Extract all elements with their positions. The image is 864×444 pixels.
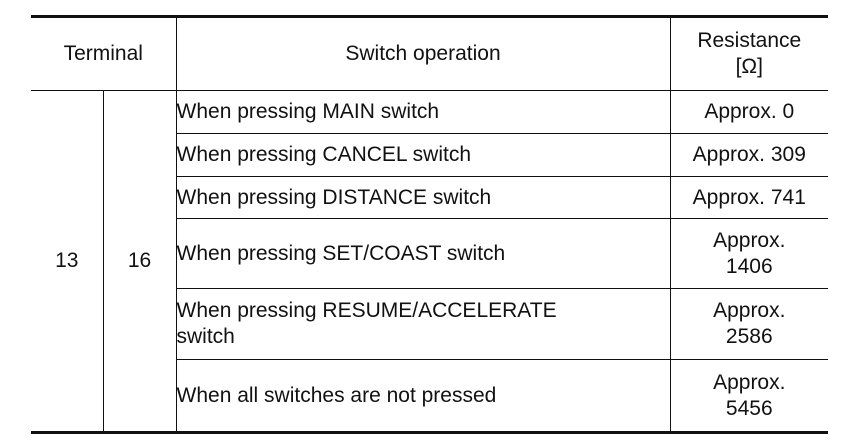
header-resistance-label: Resistance [697, 29, 802, 52]
operation-text: When pressing RESUME/ACCELERATE [176, 299, 557, 322]
resistance-text: Approx. [713, 228, 786, 252]
resistance-cell: Approx. 741 [670, 176, 829, 219]
resistance-value: 2586 [725, 325, 773, 348]
operation-cell: When pressing CANCEL switch [176, 133, 671, 177]
header-switch-operation: Switch operation [176, 15, 671, 91]
resistance-text: Approx. 309 [692, 143, 806, 166]
resistance-text: Approx. 741 [692, 185, 806, 209]
terminal-a-cell: 13 [31, 90, 104, 434]
table-row: When all switches are not pressed Approx… [31, 359, 829, 434]
resistance-text: Approx. 0 [704, 100, 795, 123]
table-row: When pressing RESUME/ACCELERATE switch A… [31, 288, 829, 360]
terminal-resistance-table: Terminal Switch operation Resistance [Ω]… [31, 15, 829, 434]
resistance-cell: Approx. 309 [670, 133, 829, 177]
header-row: Terminal Switch operation Resistance [Ω] [31, 15, 829, 91]
resistance-text: Approx. [713, 299, 786, 322]
table-row: When pressing SET/COAST switch Approx. 1… [31, 218, 829, 289]
operation-text: When pressing CANCEL switch [176, 143, 472, 166]
operation-text: When all switches are not pressed [176, 383, 497, 407]
header-resistance: Resistance [Ω] [670, 15, 829, 91]
operation-cell: When pressing DISTANCE switch [176, 176, 671, 219]
table-row: When pressing DISTANCE switch Approx. 74… [31, 176, 829, 219]
table-row: When pressing CANCEL switch Approx. 309 [31, 133, 829, 177]
operation-text: When pressing MAIN switch [176, 100, 440, 123]
operation-cell: When pressing SET/COAST switch [176, 218, 671, 289]
operation-cell: When pressing MAIN switch [176, 90, 671, 134]
operation-cell: When all switches are not pressed [176, 359, 671, 434]
operation-cell: When pressing RESUME/ACCELERATE switch [176, 288, 671, 360]
resistance-value: 5456 [725, 396, 773, 420]
resistance-value: 1406 [725, 254, 773, 278]
table-row: 13 16 When pressing MAIN switch Approx. … [31, 90, 829, 434]
resistance-cell: Approx. 5456 [670, 359, 829, 434]
operation-text-cont: switch [176, 325, 235, 348]
operation-text: When pressing DISTANCE switch [176, 185, 492, 209]
header-resistance-unit: [Ω] [735, 55, 763, 78]
resistance-cell: Approx. 2586 [670, 288, 829, 360]
resistance-text: Approx. [713, 370, 786, 394]
terminal-b-cell: 16 [103, 90, 177, 434]
operation-text: When pressing SET/COAST switch [176, 241, 506, 265]
header-terminal: Terminal [31, 15, 177, 91]
resistance-cell: Approx. 0 [670, 90, 829, 134]
resistance-cell: Approx. 1406 [670, 218, 829, 289]
